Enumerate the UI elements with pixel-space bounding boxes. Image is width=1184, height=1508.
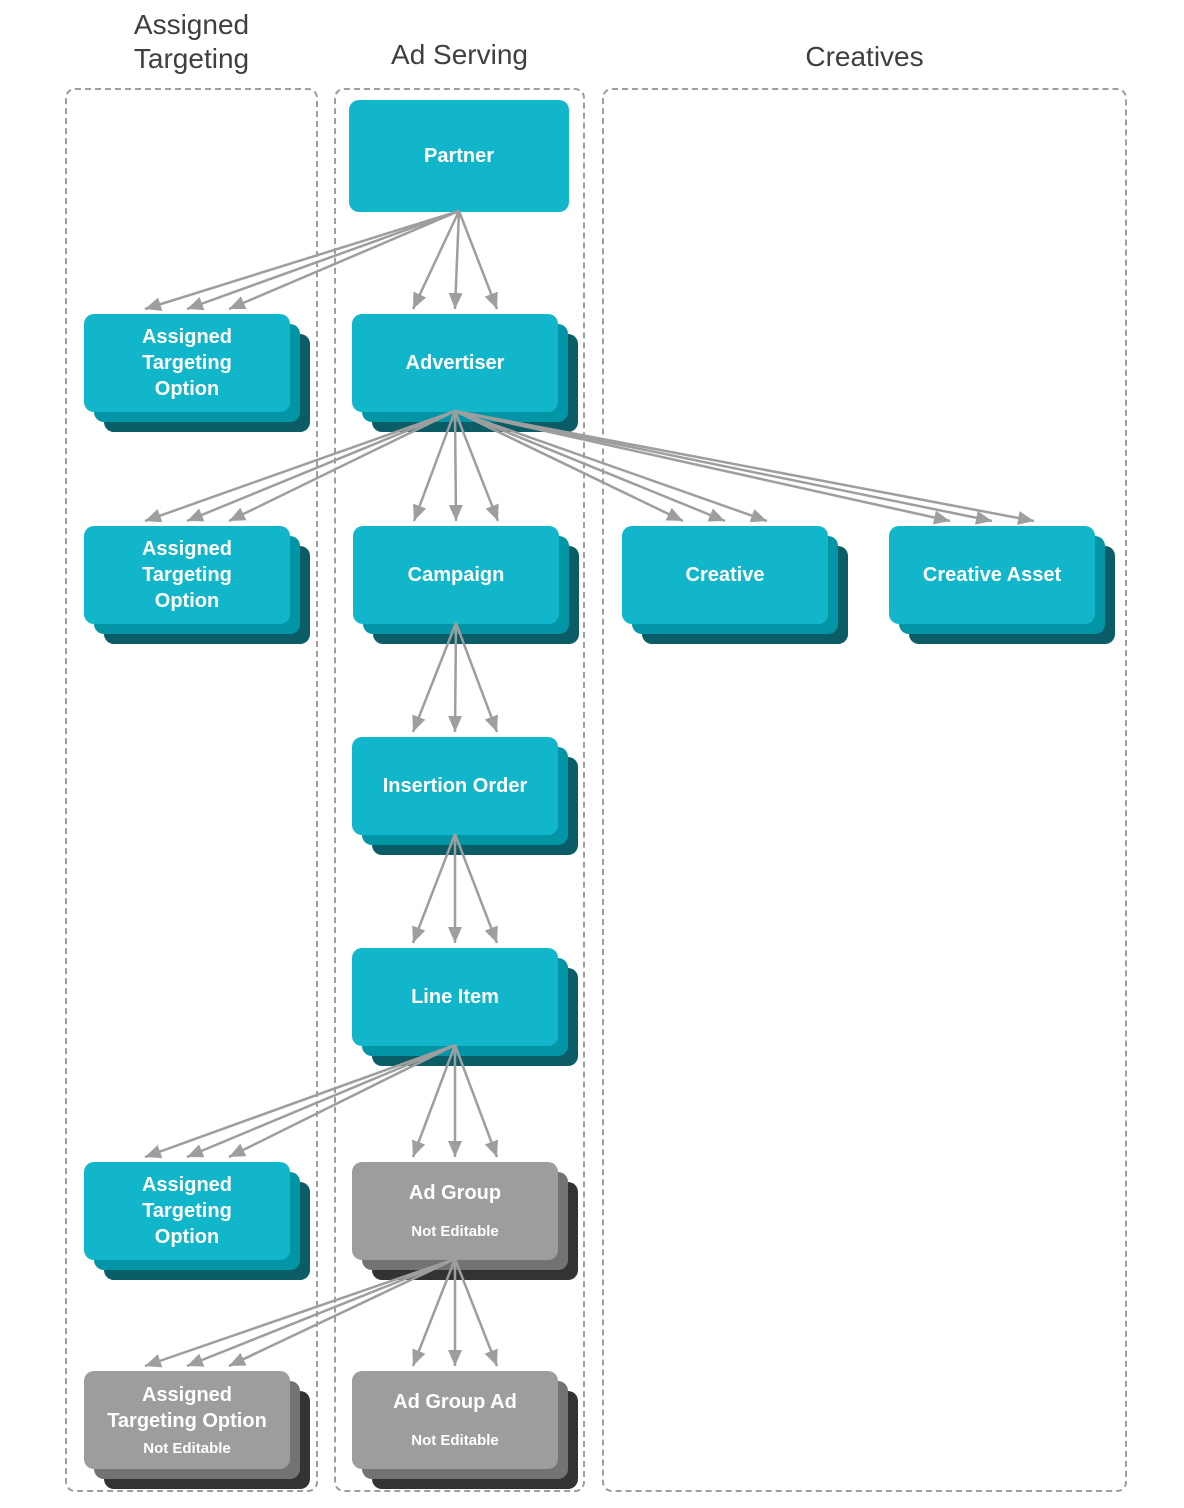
node-label: Ad Group Ad [393, 1391, 517, 1413]
node-label: Creative Asset [922, 564, 1062, 586]
node-label: Creative [685, 564, 765, 586]
node-label: Partner [423, 145, 495, 167]
node-face: Assigned Targeting Option [84, 314, 290, 412]
column-header-label: Creatives [805, 41, 924, 72]
column-header-assigned-targeting: Assigned Targeting [65, 8, 318, 76]
node-face: Advertiser [352, 314, 558, 412]
node-face: Assigned Targeting Option [84, 526, 290, 624]
node-face: Ad Group Not Editable [352, 1162, 558, 1260]
node-face: Creative [622, 526, 828, 624]
node-label: Assigned Targeting Option [141, 1174, 233, 1248]
node-label: Advertiser [405, 352, 505, 374]
column-header-creatives: Creatives [602, 40, 1127, 74]
node-insertion-order: Insertion Order [352, 737, 578, 855]
column-header-label: Ad Serving [391, 39, 528, 70]
node-assigned-targeting-option-1: Assigned Targeting Option [84, 314, 310, 432]
node-partner: Partner [349, 100, 569, 212]
node-face: Partner [349, 100, 569, 212]
column-assigned-targeting [65, 88, 318, 1492]
node-label: Assigned Targeting Option [141, 326, 233, 400]
node-face: Assigned Targeting Option Not Editable [84, 1371, 290, 1469]
node-label: Ad Group [408, 1182, 502, 1204]
node-label: Assigned Targeting Option [141, 538, 233, 612]
node-label: Campaign [407, 564, 505, 586]
node-advertiser: Advertiser [352, 314, 578, 432]
node-ad-group-ad: Ad Group Ad Not Editable [352, 1371, 578, 1489]
node-assigned-targeting-option-3: Assigned Targeting Option [84, 1162, 310, 1280]
node-sublabel: Not Editable [411, 1432, 499, 1449]
column-header-ad-serving: Ad Serving [334, 38, 585, 72]
node-creative-asset: Creative Asset [889, 526, 1115, 644]
node-creative: Creative [622, 526, 848, 644]
node-campaign: Campaign [353, 526, 579, 644]
node-assigned-targeting-option-not-editable: Assigned Targeting Option Not Editable [84, 1371, 310, 1489]
node-assigned-targeting-option-2: Assigned Targeting Option [84, 526, 310, 644]
node-sublabel: Not Editable [411, 1223, 499, 1240]
node-face: Assigned Targeting Option [84, 1162, 290, 1260]
node-face: Campaign [353, 526, 559, 624]
node-line-item: Line Item [352, 948, 578, 1066]
node-label: Assigned Targeting Option [107, 1383, 267, 1432]
node-face: Line Item [352, 948, 558, 1046]
node-label: Insertion Order [382, 775, 528, 797]
node-ad-group: Ad Group Not Editable [352, 1162, 578, 1280]
node-face: Creative Asset [889, 526, 1095, 624]
column-header-label: Assigned Targeting [133, 9, 250, 74]
node-face: Insertion Order [352, 737, 558, 835]
node-face: Ad Group Ad Not Editable [352, 1371, 558, 1469]
node-label: Line Item [411, 986, 499, 1008]
column-ad-serving [334, 88, 585, 1492]
column-creatives [602, 88, 1127, 1492]
node-sublabel: Not Editable [143, 1439, 231, 1457]
